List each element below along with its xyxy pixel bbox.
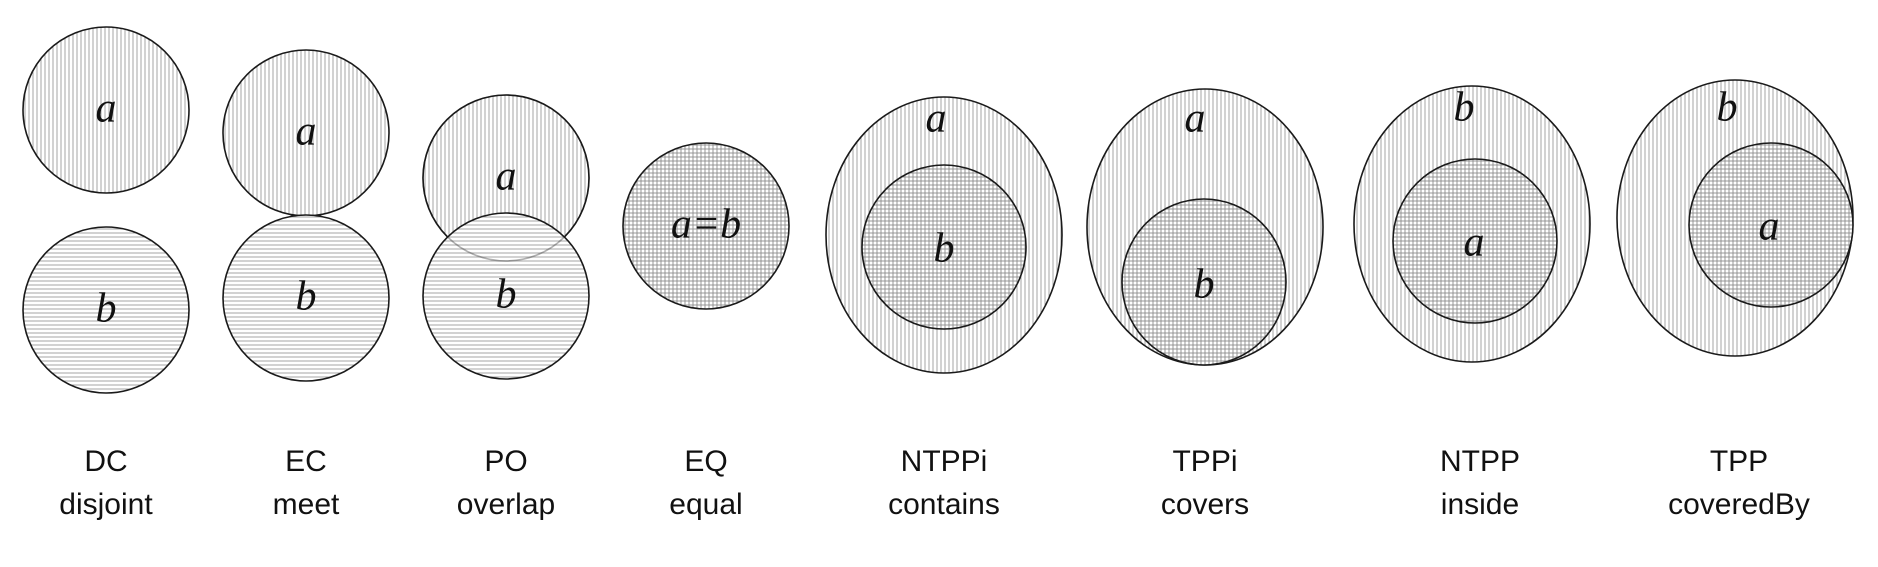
relation-eq: a=b EQ equal (622, 142, 790, 521)
relation-code: TPP (1710, 445, 1768, 478)
region-label: b (1717, 85, 1738, 131)
region-label: b (296, 274, 317, 320)
region-b (861, 164, 1027, 330)
relation-code: TPPi (1172, 445, 1237, 478)
relation-name: meet (273, 488, 340, 521)
region-label: a (1185, 96, 1206, 142)
relation-code: NTPP (1440, 445, 1520, 478)
region-label: b (1454, 85, 1475, 131)
relation-dc: a b DC disjoint (22, 26, 190, 521)
region-label: b (1194, 262, 1215, 308)
relation-tpp: b a TPP coveredBy (1616, 79, 1854, 521)
relation-po: a b PO overlap (422, 94, 590, 521)
region-label: a (496, 154, 517, 200)
relation-code: DC (84, 445, 127, 478)
region-a (1392, 158, 1558, 324)
region-b (222, 214, 390, 382)
relation-code: EQ (684, 445, 727, 478)
region-label: a (1759, 204, 1780, 250)
relation-name: covers (1161, 488, 1249, 521)
region-label: b (96, 286, 117, 332)
relation-ntpp: b a NTPP inside (1353, 85, 1591, 521)
relation-name: coveredBy (1668, 488, 1810, 521)
region-label: b (496, 272, 517, 318)
relation-tppi: a b TPPi covers (1086, 88, 1324, 521)
region-label: a (296, 109, 317, 155)
relation-name: equal (669, 488, 742, 521)
relation-ec: a b EC meet (222, 49, 390, 521)
region-label: a (96, 86, 117, 132)
region-b (1121, 198, 1287, 366)
relation-code: NTPPi (901, 445, 988, 478)
overlap-area (422, 94, 590, 262)
region-a (22, 26, 190, 194)
region-b (22, 226, 190, 394)
region-label: a=b (671, 202, 741, 248)
relation-name: disjoint (59, 488, 153, 521)
relation-ntppi: a b NTPPi contains (825, 96, 1063, 521)
relation-code: EC (285, 445, 327, 478)
region-a (1688, 142, 1854, 308)
relation-code: PO (484, 445, 527, 478)
relation-name: contains (888, 488, 1000, 521)
region-label: b (934, 226, 955, 272)
region-label: a (926, 96, 947, 142)
relation-name: overlap (457, 488, 555, 521)
region-b (422, 212, 590, 380)
region-label: a (1464, 220, 1485, 266)
region-a-equals-b (622, 142, 790, 310)
relation-name: inside (1441, 488, 1519, 521)
